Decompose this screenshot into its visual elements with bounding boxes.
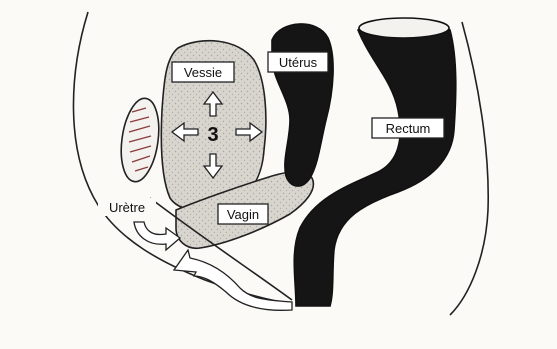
vagina-label-text: Vagin xyxy=(227,207,259,222)
rectum-label-text: Rectum xyxy=(386,121,431,136)
pubic-bone xyxy=(116,96,163,184)
bladder-label: Vessie xyxy=(172,62,234,82)
rectum-label: Rectum xyxy=(372,118,444,138)
uterus xyxy=(272,24,333,186)
urethra-label-text: Urètre xyxy=(109,200,145,215)
uterus-label-text: Utérus xyxy=(279,55,318,70)
bladder-number: 3 xyxy=(207,124,218,146)
rectum-opening xyxy=(359,18,449,38)
uterus-label: Utérus xyxy=(268,52,328,72)
vagina-label: Vagin xyxy=(218,204,268,224)
urethra-label: Urètre xyxy=(98,198,156,216)
urethra-curved-arrow-icon xyxy=(134,222,180,250)
bladder-label-text: Vessie xyxy=(184,65,222,80)
